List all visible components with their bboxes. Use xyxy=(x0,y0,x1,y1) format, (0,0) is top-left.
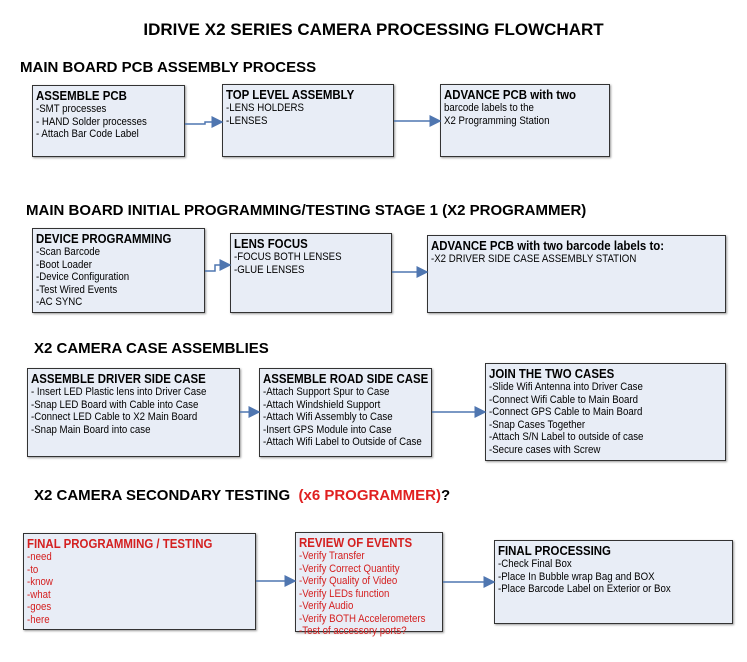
box-item: -Attach Wifi Assembly to Case xyxy=(263,411,393,423)
box-title: ASSEMBLE DRIVER SIDE CASE xyxy=(31,371,206,386)
box-item: -Device Configuration xyxy=(36,271,130,283)
box-item: -Verify LEDs function xyxy=(299,587,390,600)
box-item: -Connect Wifi Cable to Main Board xyxy=(489,393,639,406)
box-item: -Test of accessory ports? xyxy=(299,625,407,637)
box-title: JOIN THE TWO CASES xyxy=(489,366,615,381)
heading-suffix: ? xyxy=(441,487,451,504)
box-title: LENS FOCUS xyxy=(234,236,308,251)
box-item: -Attach Windshield Support xyxy=(263,398,381,411)
box-item: -Connect GPS Cable to Main Board xyxy=(489,406,643,418)
process-box: LENS FOCUS-FOCUS BOTH LENSES-GLUE LENSES xyxy=(230,233,392,313)
box-content: LENS FOCUS-FOCUS BOTH LENSES-GLUE LENSES xyxy=(234,236,388,276)
box-title: ASSEMBLE PCB xyxy=(36,88,127,103)
box-item: -know xyxy=(27,576,53,588)
box-content: FINAL PROGRAMMING / TESTING-need-to-know… xyxy=(27,536,253,626)
box-item: -LENSES xyxy=(226,114,268,127)
box-item: -Snap Main Board into case xyxy=(31,423,151,436)
box-item: -Insert GPS Module into Case xyxy=(263,423,392,436)
box-item: -Scan Barcode xyxy=(36,246,101,258)
box-title: FINAL PROCESSING xyxy=(498,543,611,558)
process-box: ADVANCE PCB with two barcode labels to:-… xyxy=(427,235,726,313)
box-item: X2 Programming Station xyxy=(444,114,550,127)
box-item: -Verify Audio xyxy=(299,600,354,612)
box-item: -Verify Quality of Video xyxy=(299,575,398,587)
section-heading-secondary-testing: X2 CAMERA SECONDARY TESTING (x6 PROGRAMM… xyxy=(34,487,450,504)
box-item: -Verify BOTH Accelerometers xyxy=(299,612,426,625)
box-content: ASSEMBLE ROAD SIDE CASE-Attach Support S… xyxy=(263,371,429,449)
box-content: ASSEMBLE DRIVER SIDE CASE- Insert LED Pl… xyxy=(31,371,237,436)
box-item: -Secure cases with Screw xyxy=(489,443,601,456)
arrow-connector xyxy=(185,116,224,128)
section-heading-pcb-assembly: MAIN BOARD PCB ASSEMBLY PROCESS xyxy=(20,59,317,76)
box-item: -Snap LED Board with Cable into Case xyxy=(31,398,199,411)
box-item: -Verify Transfer xyxy=(299,550,365,562)
box-title: TOP LEVEL ASSEMBLY xyxy=(226,87,355,102)
box-item: -Attach S/N Label to outside of case xyxy=(489,431,644,443)
box-title: DEVICE PROGRAMMING xyxy=(36,231,172,246)
box-item: -LENS HOLDERS xyxy=(226,102,305,114)
box-item: -SMT processes xyxy=(36,103,107,115)
box-item: - Insert LED Plastic lens into Driver Ca… xyxy=(31,386,207,398)
box-content: TOP LEVEL ASSEMBLY-LENS HOLDERS-LENSES xyxy=(226,87,391,127)
box-item: - Attach Bar Code Label xyxy=(36,128,139,140)
page-title: IDRIVE X2 SERIES CAMERA PROCESSING FLOWC… xyxy=(143,20,604,39)
box-item: -GLUE LENSES xyxy=(234,263,305,276)
box-item: -what xyxy=(27,588,51,601)
box-content: REVIEW OF EVENTS-Verify Transfer-Verify … xyxy=(299,535,439,638)
box-item: -to xyxy=(27,563,39,576)
box-item: -Place In Bubble wrap Bag and BOX xyxy=(498,570,655,583)
box-item: -goes xyxy=(27,601,52,613)
box-title: ADVANCE PCB with two xyxy=(444,87,576,102)
section-heading-initial-programming: MAIN BOARD INITIAL PROGRAMMING/TESTING S… xyxy=(26,202,587,219)
heading-text: X2 CAMERA SECONDARY TESTING xyxy=(34,487,291,504)
process-box: JOIN THE TWO CASES-Slide Wifi Antenna in… xyxy=(485,363,726,461)
box-item: -X2 DRIVER SIDE CASE ASSEMBLY STATION xyxy=(431,253,637,265)
box-content: FINAL PROCESSING -Check Final Box-Place … xyxy=(498,543,730,596)
box-title: REVIEW OF EVENTS xyxy=(299,535,413,550)
box-item: -here xyxy=(27,613,50,626)
box-title: ADVANCE PCB with two barcode labels to: xyxy=(431,238,665,253)
section-heading-case-assemblies: X2 CAMERA CASE ASSEMBLIES xyxy=(34,340,269,357)
box-item: barcode labels to the xyxy=(444,102,534,114)
box-item: -Connect LED Cable to X2 Main Board xyxy=(31,411,198,423)
process-box: TOP LEVEL ASSEMBLY-LENS HOLDERS-LENSES xyxy=(222,84,394,157)
process-box: ASSEMBLE DRIVER SIDE CASE- Insert LED Pl… xyxy=(27,368,240,457)
box-item: -Place Barcode Label on Exterior or Box xyxy=(498,583,671,595)
process-box: FINAL PROGRAMMING / TESTING-need-to-know… xyxy=(23,533,256,630)
box-content: ASSEMBLE PCB -SMT processes- HAND Solder… xyxy=(36,88,181,141)
arrow-connector xyxy=(205,259,232,272)
box-content: ADVANCE PCB with two barcode labels to:-… xyxy=(431,238,723,266)
box-content: DEVICE PROGRAMMING-Scan Barcode-Boot Loa… xyxy=(36,231,202,309)
process-box: ASSEMBLE PCB -SMT processes- HAND Solder… xyxy=(32,85,185,157)
process-box: FINAL PROCESSING -Check Final Box-Place … xyxy=(494,540,733,624)
box-item: -Attach Wifi Label to Outside of Case xyxy=(263,436,422,448)
box-item: -Boot Loader xyxy=(36,258,92,271)
box-title: ASSEMBLE ROAD SIDE CASE xyxy=(263,371,429,386)
box-item: -need xyxy=(27,551,52,563)
box-content: JOIN THE TWO CASES-Slide Wifi Antenna in… xyxy=(489,366,723,456)
box-item: -Attach Support Spur to Case xyxy=(263,386,390,398)
process-box: DEVICE PROGRAMMING-Scan Barcode-Boot Loa… xyxy=(32,228,205,313)
heading-red-text: (x6 PROGRAMMER) xyxy=(298,487,442,504)
box-item: -Slide Wifi Antenna into Driver Case xyxy=(489,381,643,393)
box-item: -Test Wired Events xyxy=(36,283,118,296)
box-item: -Check Final Box xyxy=(498,558,572,570)
box-item: -AC SYNC xyxy=(36,296,83,308)
box-item: -FOCUS BOTH LENSES xyxy=(234,251,342,263)
box-item: -Verify Correct Quantity xyxy=(299,562,400,575)
box-item: - HAND Solder processes xyxy=(36,115,147,128)
box-item: -Snap Cases Together xyxy=(489,418,586,431)
process-box: REVIEW OF EVENTS-Verify Transfer-Verify … xyxy=(295,532,443,637)
box-title: FINAL PROGRAMMING / TESTING xyxy=(27,536,213,551)
process-box: ASSEMBLE ROAD SIDE CASE-Attach Support S… xyxy=(259,368,432,457)
